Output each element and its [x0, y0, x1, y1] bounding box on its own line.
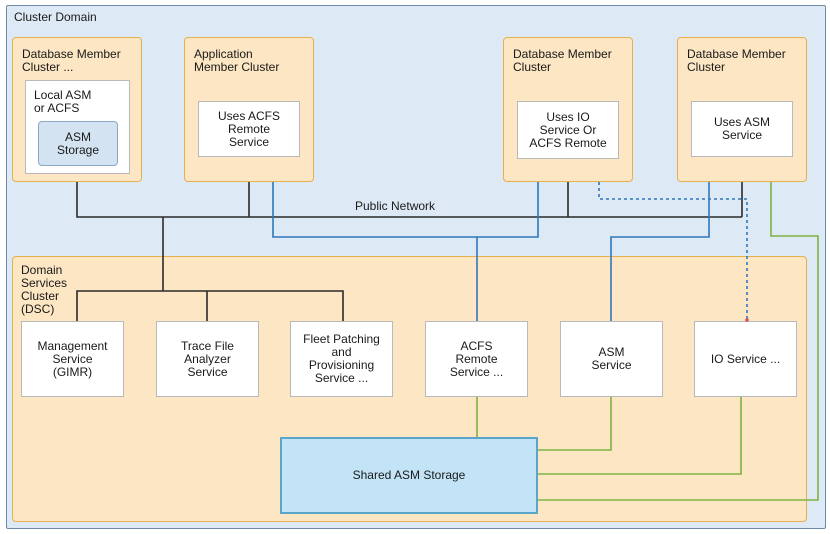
io-service-link [598, 182, 748, 321]
acfs-remote-service-label: ACFS Remote Service ... [449, 338, 504, 379]
uses-io-service-box: Uses IO Service Or ACFS Remote [517, 101, 619, 159]
dsc-internal-bus [76, 290, 344, 321]
storage-lines [476, 182, 819, 501]
asm-service-box: ASM Service [560, 321, 663, 397]
acfs-remote-bus [272, 182, 539, 238]
trace-file-analyzer-label: Trace File Analyzer Service [181, 338, 234, 379]
public-network-label: Public Network [355, 199, 436, 213]
database-member-cluster-3: Database Member Cluster Uses ASM Service [677, 37, 807, 182]
management-service-label: Management Service (GIMR) [37, 338, 108, 379]
acfs-remote-service-box: ACFS Remote Service ... [425, 321, 528, 397]
public-network-bus [76, 182, 742, 218]
application-member-cluster-title: Application Member Cluster [194, 47, 280, 74]
database-member-cluster-3-title: Database Member Cluster [687, 47, 786, 74]
database-member-cluster-1-title: Database Member Cluster ... [22, 47, 121, 74]
public-network-lines [76, 182, 743, 321]
local-asm-acfs-box: Local ASM or ACFS ASM Storage [25, 80, 130, 174]
database-member-cluster-2-title: Database Member Cluster [513, 47, 612, 74]
uses-acfs-remote-label: Uses ACFS Remote Service [217, 108, 280, 149]
application-member-cluster: Application Member Cluster Uses ACFS Rem… [184, 37, 314, 182]
database-member-cluster-1: Database Member Cluster ... Local ASM or… [12, 37, 142, 182]
asm-to-storage-link [538, 397, 612, 451]
io-service-box: IO Service ... [694, 321, 797, 397]
acfs-remote-lines [272, 182, 710, 321]
shared-asm-storage-box: Shared ASM Storage [280, 437, 538, 514]
asm-service-link [610, 182, 710, 321]
uses-asm-service-box: Uses ASM Service [691, 101, 793, 157]
db3-to-storage-link [538, 182, 819, 501]
cluster-domain-title: Cluster Domain [14, 10, 97, 24]
io-to-storage-link [538, 397, 742, 475]
database-member-cluster-2: Database Member Cluster Uses IO Service … [503, 37, 633, 182]
uses-asm-service-label: Uses ASM Service [713, 115, 770, 142]
shared-asm-storage-label: Shared ASM Storage [352, 468, 466, 482]
management-service-box: Management Service (GIMR) [21, 321, 124, 397]
asm-storage-label: ASM Storage [56, 129, 100, 157]
asm-storage-box: ASM Storage [38, 121, 118, 166]
uses-acfs-remote-box: Uses ACFS Remote Service [198, 101, 300, 157]
local-asm-acfs-label: Local ASM or ACFS [34, 88, 92, 115]
dsc-title: Domain Services Cluster (DSC) [21, 263, 68, 316]
io-service-lines [598, 182, 748, 321]
fleet-patching-label: Fleet Patching and Provisioning Service … [303, 332, 380, 385]
io-service-link-endpoint [745, 318, 749, 322]
trace-file-analyzer-box: Trace File Analyzer Service [156, 321, 259, 397]
uses-io-service-label: Uses IO Service Or ACFS Remote [529, 109, 607, 150]
fleet-patching-box: Fleet Patching and Provisioning Service … [290, 321, 393, 397]
asm-service-label: ASM Service [591, 345, 632, 372]
io-service-label: IO Service ... [710, 351, 781, 366]
